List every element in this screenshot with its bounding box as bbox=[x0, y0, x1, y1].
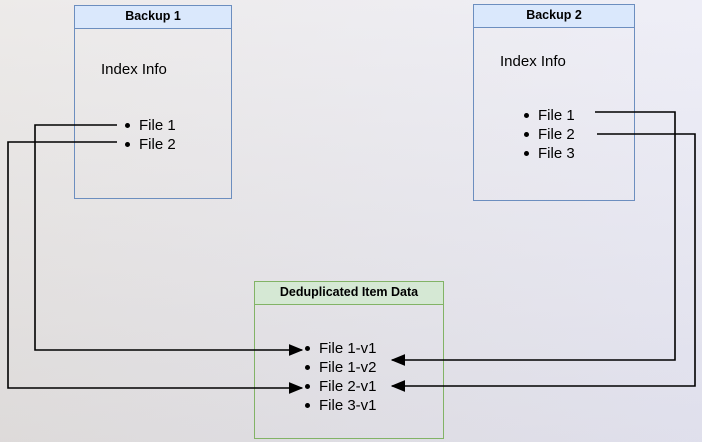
backup2-file-1-label: File 1 bbox=[538, 107, 575, 124]
dedup-title: Deduplicated Item Data bbox=[255, 282, 443, 305]
dedup-file-1v2-label: File 1-v2 bbox=[319, 359, 377, 376]
backup2-file-list: File 1 File 2 File 3 bbox=[524, 106, 575, 163]
backup2-file-2: File 2 bbox=[524, 125, 575, 144]
backup2-file-3: File 3 bbox=[524, 144, 575, 163]
bullet-icon bbox=[305, 403, 310, 408]
backup2-file-3-label: File 3 bbox=[538, 145, 575, 162]
dedup-file-2v1: File 2-v1 bbox=[305, 377, 377, 396]
bullet-icon bbox=[125, 123, 130, 128]
bullet-icon bbox=[524, 113, 529, 118]
backup1-box: Backup 1 Index Info File 1 File 2 bbox=[74, 5, 232, 199]
backup1-file-2-label: File 2 bbox=[139, 136, 176, 153]
backup2-box: Backup 2 Index Info File 1 File 2 File 3 bbox=[473, 4, 635, 201]
backup1-file-1-label: File 1 bbox=[139, 117, 176, 134]
bullet-icon bbox=[524, 132, 529, 137]
dedup-file-1v1: File 1-v1 bbox=[305, 339, 377, 358]
backup1-file-2: File 2 bbox=[125, 135, 176, 154]
dedup-file-2v1-label: File 2-v1 bbox=[319, 378, 377, 395]
backup1-file-list: File 1 File 2 bbox=[125, 116, 176, 154]
bullet-icon bbox=[305, 384, 310, 389]
dedup-file-list: File 1-v1 File 1-v2 File 2-v1 File 3-v1 bbox=[305, 339, 377, 415]
dedup-file-3v1-label: File 3-v1 bbox=[319, 397, 377, 414]
bullet-icon bbox=[305, 365, 310, 370]
bullet-icon bbox=[125, 142, 130, 147]
dedup-file-3v1: File 3-v1 bbox=[305, 396, 377, 415]
dedup-file-1v1-label: File 1-v1 bbox=[319, 340, 377, 357]
backup1-file-1: File 1 bbox=[125, 116, 176, 135]
backup2-file-2-label: File 2 bbox=[538, 126, 575, 143]
bullet-icon bbox=[305, 346, 310, 351]
backup2-index-info-label: Index Info bbox=[500, 53, 566, 70]
bullet-icon bbox=[524, 151, 529, 156]
dedup-file-1v2: File 1-v2 bbox=[305, 358, 377, 377]
backup2-title: Backup 2 bbox=[474, 5, 634, 28]
dedup-box: Deduplicated Item Data File 1-v1 File 1-… bbox=[254, 281, 444, 439]
backup2-file-1: File 1 bbox=[524, 106, 575, 125]
backup1-title: Backup 1 bbox=[75, 6, 231, 29]
backup1-index-info-label: Index Info bbox=[101, 61, 167, 78]
